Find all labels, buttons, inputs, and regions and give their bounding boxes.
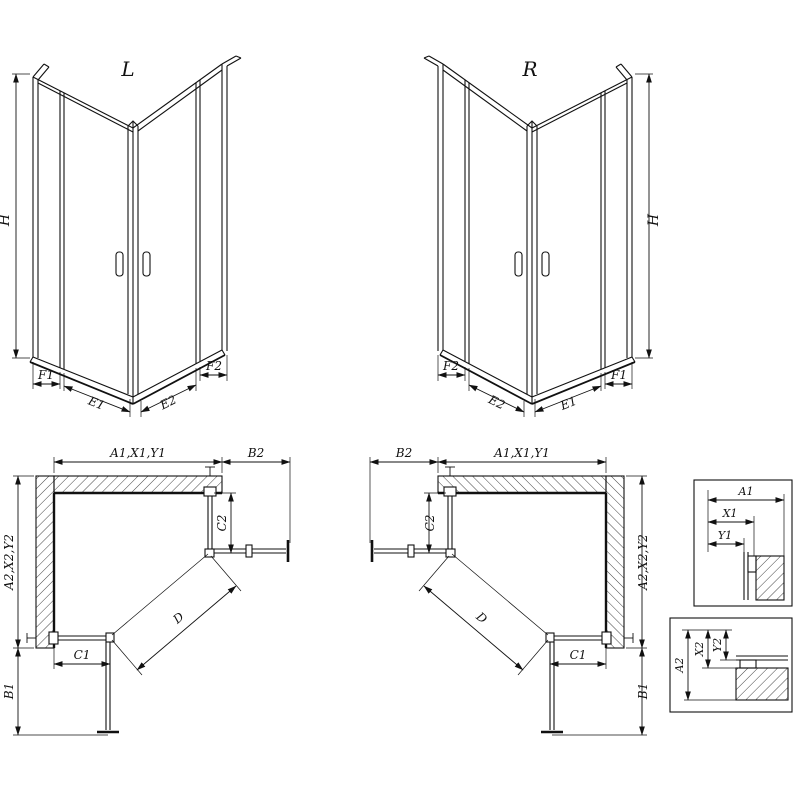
plan-view-left: A1,X1,Y1 B2 C2 A2,X2,Y2 B1 C1 D — [2, 446, 290, 735]
dim-label-b2: B2 — [395, 446, 412, 460]
dim-label-a2x2y2: A2,X2,Y2 — [2, 534, 16, 591]
dim-label-f1: F1 — [37, 368, 54, 382]
detail-box-top-profile: A1 X1 Y1 — [693, 479, 793, 607]
dim-label-a1x1y1: A1,X1,Y1 — [109, 446, 166, 460]
dim-label-f1: F1 — [610, 368, 627, 382]
dim-label-e1: E1 — [557, 394, 578, 413]
plan-view-right: A1,X1,Y1 B2 C2 A2,X2,Y2 B1 C1 D — [370, 446, 650, 735]
dim-label-e2: E2 — [157, 393, 179, 413]
detail-dim-a2: A2 — [673, 658, 686, 674]
detail-dim-y2: Y2 — [711, 638, 724, 652]
dim-label-b2: B2 — [247, 446, 264, 460]
dim-label-f2: F2 — [442, 359, 459, 373]
detail-dim-y1: Y1 — [718, 529, 732, 542]
detail-dim-a1: A1 — [738, 485, 754, 498]
detail-dim-x2: X2 — [693, 642, 706, 658]
detail-dim-x1: X1 — [722, 507, 738, 520]
dim-label-c1: C1 — [570, 648, 587, 662]
detail-box-side-profile: A2 X2 Y2 — [669, 617, 793, 713]
height-dim-label: H — [646, 213, 662, 227]
dim-label-a1x1y1: A1,X1,Y1 — [493, 446, 550, 460]
dim-label-a2x2y2: A2,X2,Y2 — [636, 534, 650, 591]
dim-label-f2: F2 — [205, 359, 222, 373]
perspective-view-right: R H F2 E2 E1 F1 — [424, 56, 662, 417]
dim-label-e2: E2 — [485, 392, 507, 412]
perspective-view-left: L H F1 E1 E2 F2 — [0, 56, 241, 417]
dim-label-b1: B1 — [636, 683, 650, 700]
dim-label-c1: C1 — [74, 648, 91, 662]
dim-label-b1: B1 — [2, 683, 16, 700]
variant-label-right: R — [521, 57, 537, 81]
height-dim-label: H — [0, 213, 13, 227]
variant-label-left: L — [120, 57, 134, 81]
dim-label-d: D — [169, 609, 186, 627]
dim-label-e1: E1 — [85, 393, 106, 412]
dim-label-c2: C2 — [423, 515, 437, 532]
dim-label-d: D — [473, 609, 490, 627]
dim-label-c2: C2 — [215, 515, 229, 532]
